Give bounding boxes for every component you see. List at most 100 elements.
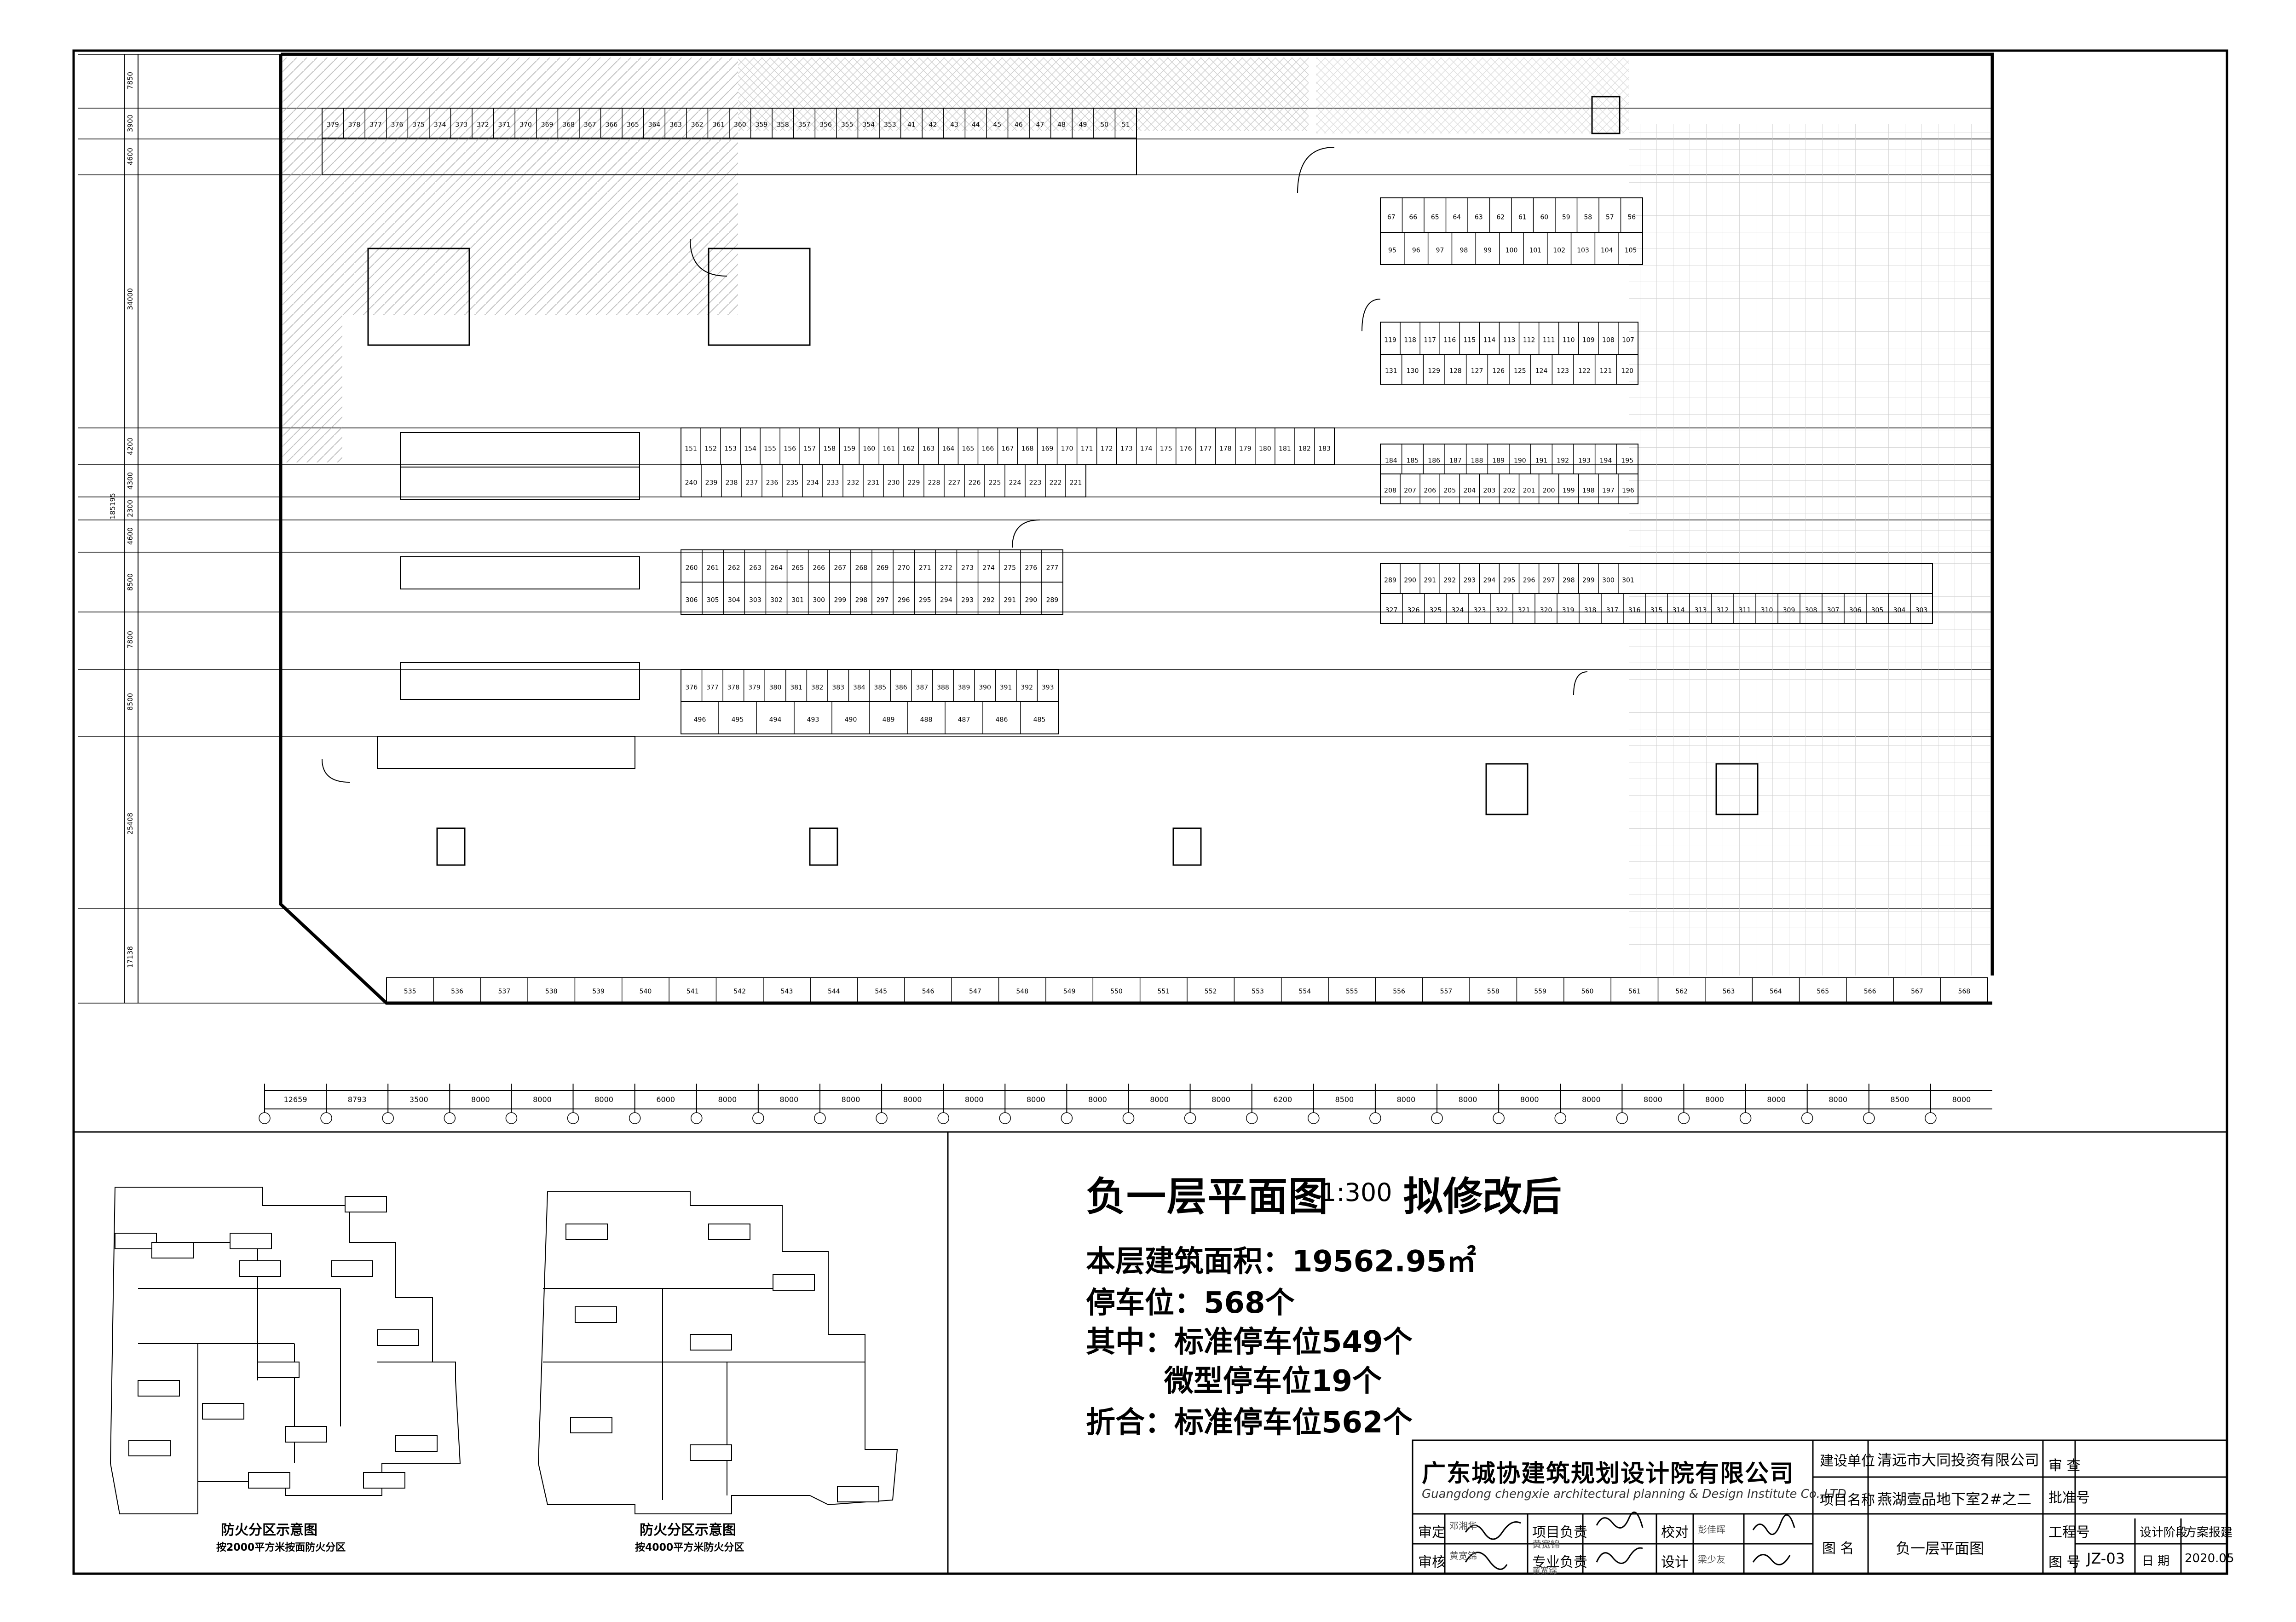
stall-number: 228 — [928, 479, 940, 486]
stall-number: 310 — [1761, 606, 1773, 614]
axis-bubble — [259, 1112, 271, 1124]
stall-number: 99 — [1483, 247, 1492, 254]
specialty-lead-name: 黄宽锦 — [1532, 1566, 1557, 1576]
stall-number: 538 — [545, 988, 558, 995]
stall-number: 271 — [919, 564, 931, 571]
stall-number: 353 — [884, 121, 896, 128]
dimension-label: 8000 — [965, 1095, 984, 1104]
check-label: 校对 — [1661, 1524, 1689, 1541]
stall-number: 321 — [1518, 606, 1530, 614]
stall-number: 192 — [1557, 457, 1569, 464]
signature-marks — [1465, 1512, 1795, 1570]
stall-number: 272 — [940, 564, 952, 571]
fire-zone-badge — [837, 1486, 879, 1502]
stall-number: 490 — [845, 716, 857, 723]
stall-number: 294 — [1483, 577, 1496, 584]
axis-bubble — [999, 1112, 1011, 1124]
stall-number: 96 — [1412, 247, 1420, 254]
micro-parking: 微型停车位19个 — [1164, 1364, 1382, 1398]
stall-number: 535 — [404, 988, 416, 995]
stall-number: 120 — [1621, 367, 1633, 375]
stall-number: 50 — [1100, 121, 1108, 128]
stall-number: 226 — [969, 479, 981, 486]
stall-number: 365 — [627, 121, 639, 128]
axis-bubble — [752, 1112, 764, 1124]
stall-number: 377 — [706, 684, 719, 691]
stall-number: 267 — [834, 564, 846, 571]
axis-bubble — [567, 1112, 579, 1124]
stall-number: 159 — [843, 445, 855, 453]
fire-zone-badge — [690, 1334, 732, 1351]
stall-number: 298 — [855, 596, 868, 604]
check-name: 彭佳晖 — [1698, 1524, 1725, 1535]
audit-label: 审核 — [1418, 1554, 1446, 1570]
stall-number: 309 — [1783, 606, 1795, 614]
stall-number: 171 — [1081, 445, 1093, 453]
dimension-label: 8000 — [1767, 1095, 1786, 1104]
stall-number: 187 — [1449, 457, 1462, 464]
stall-number: 377 — [369, 121, 382, 128]
project-number-label: 工程号 — [2048, 1524, 2090, 1541]
dimension-label: 8500 — [126, 693, 134, 710]
dimension-label: 8000 — [1150, 1095, 1169, 1104]
dimension-label: 8793 — [348, 1095, 367, 1104]
design-stage-label: 设计阶段 — [2140, 1526, 2188, 1540]
stall-number: 290 — [1025, 596, 1037, 604]
stall-number: 233 — [827, 479, 839, 486]
stall-number: 204 — [1463, 487, 1476, 494]
hatched-zones — [283, 58, 1990, 976]
stall-number: 186 — [1428, 457, 1440, 464]
stall-number: 60 — [1540, 214, 1548, 221]
stall-number: 547 — [969, 988, 981, 995]
stall-number: 102 — [1553, 247, 1565, 254]
stall-number: 392 — [1021, 684, 1033, 691]
stall-number: 152 — [704, 445, 717, 453]
stall-number: 195 — [1621, 457, 1633, 464]
stall-number: 299 — [1582, 577, 1595, 584]
stall-number: 293 — [961, 596, 974, 604]
axis-bubble — [1184, 1112, 1196, 1124]
stall-number: 196 — [1622, 487, 1634, 494]
stall-number: 114 — [1483, 336, 1496, 344]
stall-number: 537 — [498, 988, 511, 995]
stall-number: 388 — [937, 684, 949, 691]
stall-number: 240 — [685, 479, 698, 486]
stall-number: 123 — [1557, 367, 1569, 375]
construction-unit-label: 建设单位 — [1820, 1453, 1875, 1469]
axis-bubble — [1122, 1112, 1135, 1124]
stall-number: 301 — [1622, 577, 1634, 584]
drawing-number-label: 图 号 — [2048, 1554, 2081, 1570]
stall-number: 131 — [1385, 367, 1397, 375]
stall-number: 386 — [895, 684, 907, 691]
stall-number: 494 — [769, 716, 782, 723]
axis-bubble — [382, 1112, 394, 1124]
fire-zone-badge — [331, 1260, 373, 1277]
dimension-label: 8000 — [1582, 1095, 1601, 1104]
stall-number: 301 — [791, 596, 804, 604]
dimension-label: 4600 — [126, 527, 134, 545]
stall-number: 261 — [707, 564, 719, 571]
stall-number: 373 — [455, 121, 467, 128]
stall-number: 95 — [1388, 247, 1396, 254]
stall-number: 289 — [1046, 596, 1059, 604]
stall-number: 260 — [686, 564, 698, 571]
review-label: 审 查 — [2048, 1458, 2081, 1474]
stall-number: 208 — [1384, 487, 1396, 494]
stall-number: 185 — [1407, 457, 1419, 464]
stall-number: 294 — [940, 596, 952, 604]
stall-number: 41 — [907, 121, 916, 128]
drawing-number: JZ-03 — [2087, 1550, 2125, 1567]
stall-number: 46 — [1015, 121, 1023, 128]
stall-number: 356 — [819, 121, 832, 128]
fire-zone-badge — [363, 1472, 405, 1489]
stall-number: 363 — [669, 121, 682, 128]
stall-number: 383 — [832, 684, 844, 691]
stall-number: 44 — [972, 121, 980, 128]
design-label: 设计 — [1661, 1554, 1689, 1570]
stall-number: 183 — [1318, 445, 1331, 453]
stall-number: 105 — [1625, 247, 1637, 254]
legend-title-1: 防火分区示意图 — [221, 1522, 317, 1538]
stall-number: 375 — [412, 121, 425, 128]
dimension-label: 8000 — [842, 1095, 860, 1104]
stall-number: 174 — [1140, 445, 1153, 453]
